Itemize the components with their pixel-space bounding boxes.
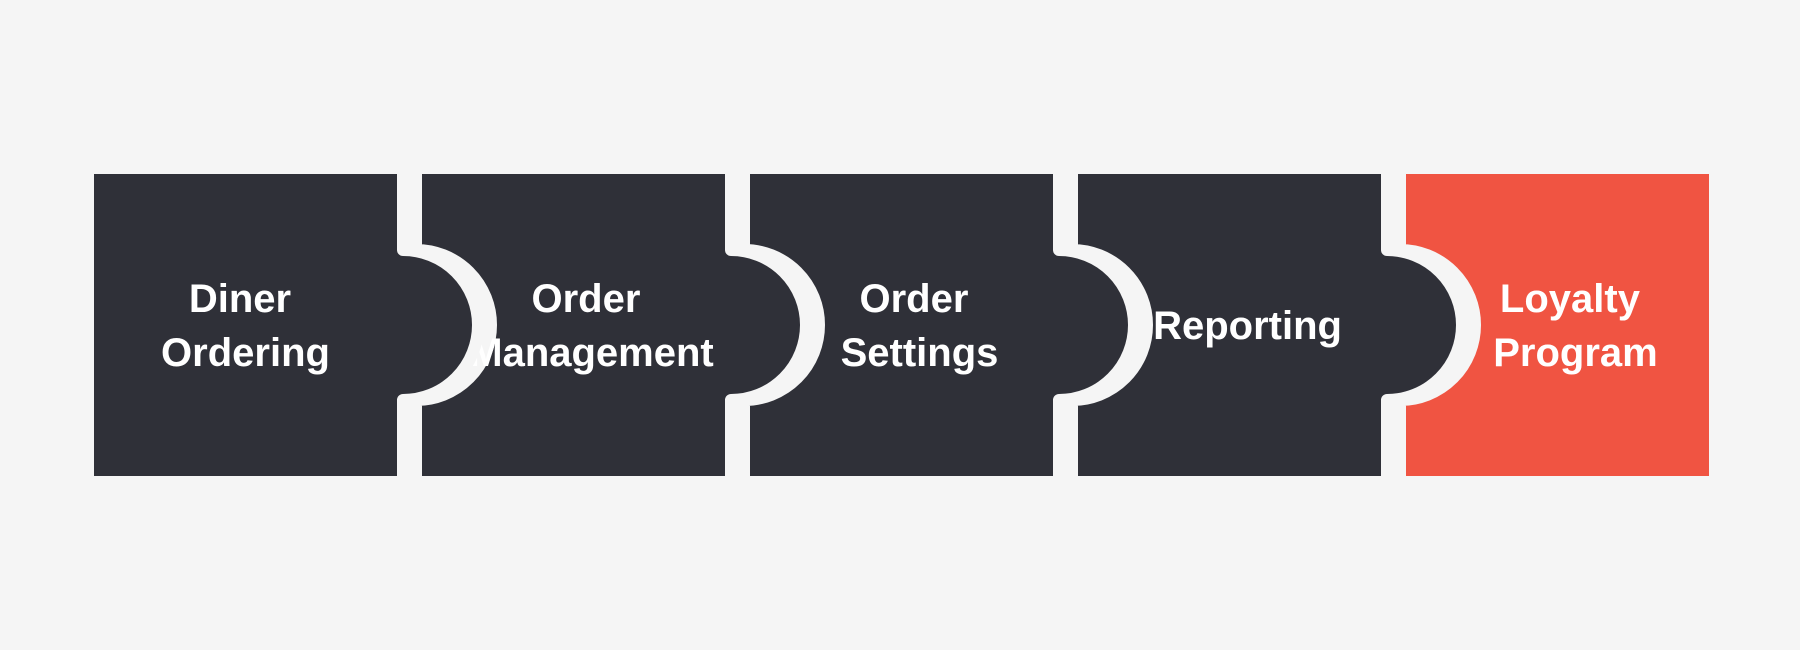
piece-order-management: Order Management [410, 162, 812, 488]
piece-loyalty-program-label: Loyalty Program [1493, 277, 1658, 375]
piece-diner-ordering-shape [82, 162, 484, 488]
piece-diner-ordering: Diner Ordering [82, 162, 484, 488]
piece-diner-ordering-line-2: Ordering [161, 331, 330, 375]
piece-diner-ordering-label: Diner Ordering [161, 277, 330, 375]
piece-order-settings-line-2: Settings [841, 331, 999, 375]
piece-order-settings-shape [738, 162, 1140, 488]
piece-order-settings-label: Order Settings [841, 277, 999, 375]
piece-reporting: Reporting [1066, 162, 1468, 488]
piece-order-settings-line-1: Order [859, 277, 968, 321]
piece-order-management-shape [410, 162, 812, 488]
piece-order-management-label: Order Management [469, 277, 714, 375]
piece-loyalty-program: Loyalty Program [1394, 162, 1721, 488]
piece-loyalty-program-line-1: Loyalty [1500, 277, 1641, 321]
piece-order-management-line-1: Order [531, 277, 640, 321]
piece-reporting-line-1: Reporting [1153, 304, 1342, 348]
piece-loyalty-program-line-2: Program [1493, 331, 1658, 375]
piece-reporting-label: Reporting [1153, 304, 1342, 348]
piece-diner-ordering-line-1: Diner [189, 277, 291, 321]
piece-reporting-shape [1066, 162, 1468, 488]
piece-order-management-line-2: Management [469, 331, 714, 375]
piece-order-settings: Order Settings [738, 162, 1140, 488]
